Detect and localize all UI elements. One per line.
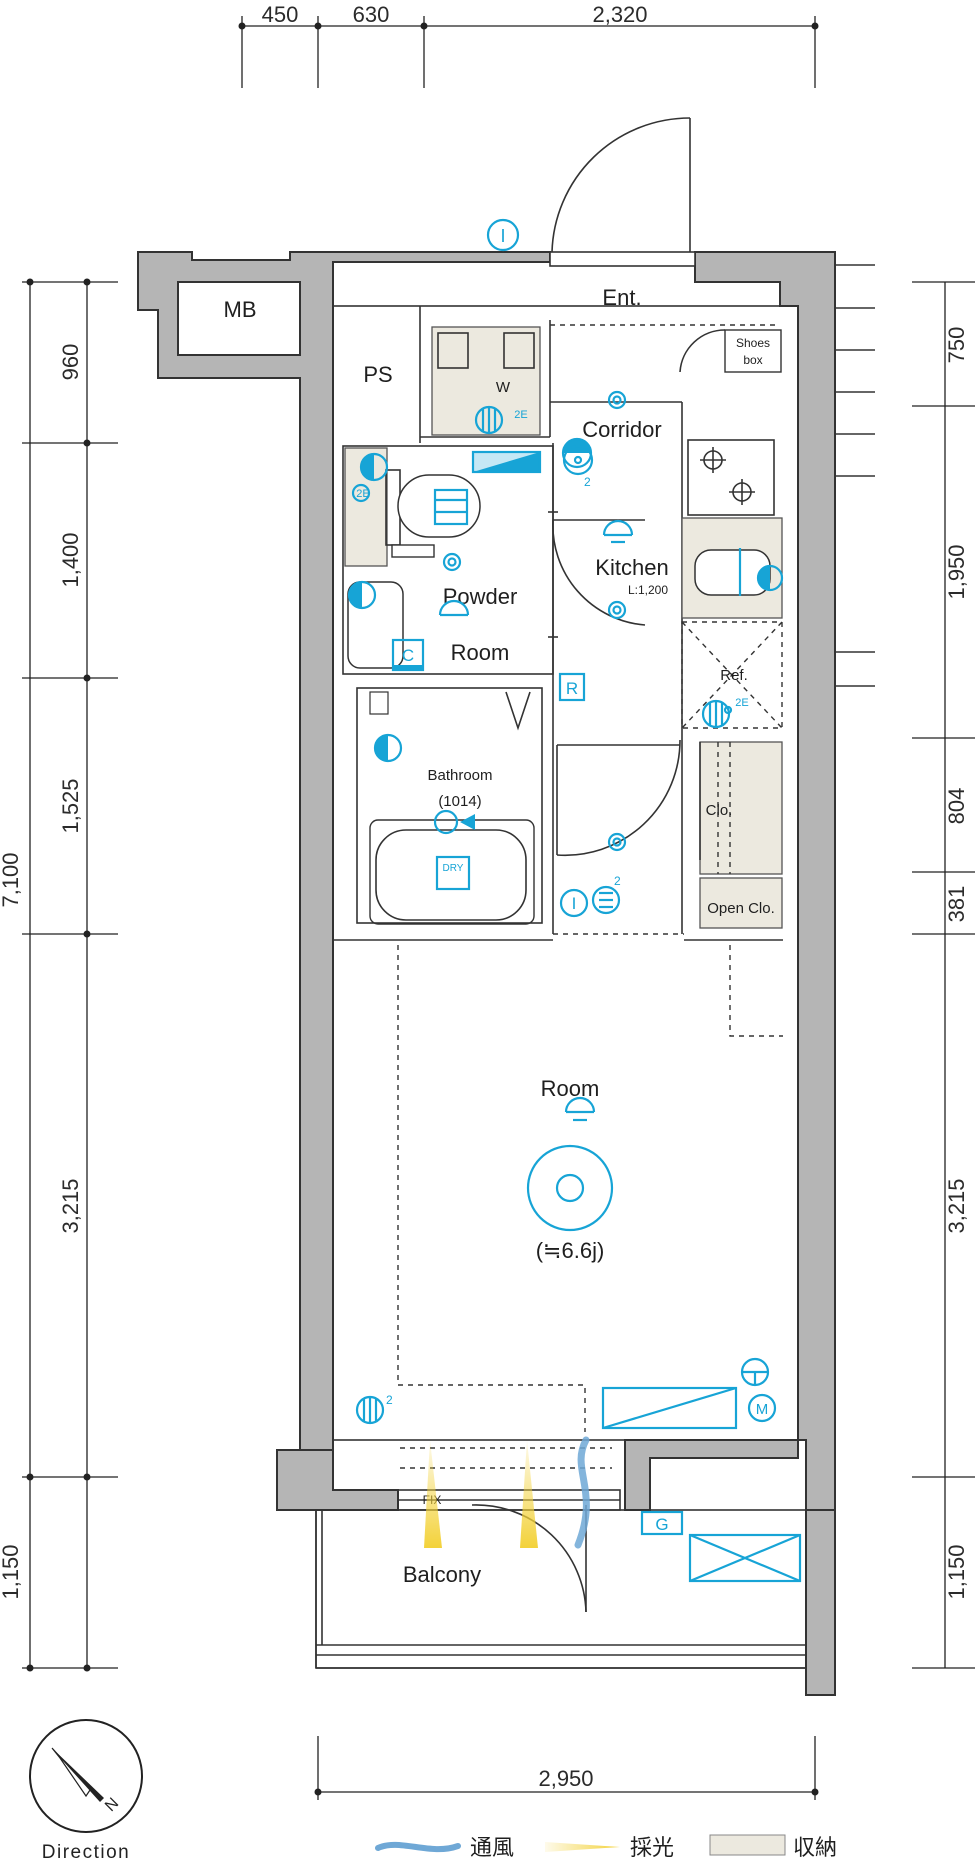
range-hood-text: R <box>566 679 578 698</box>
outlet-2e-powder: 2E <box>356 488 369 500</box>
dim-right-381: 381 <box>944 886 969 923</box>
dim-right-804: 804 <box>944 788 969 825</box>
intercom-2-circle <box>559 888 589 918</box>
bottom-dimension: 2,950 <box>314 1736 819 1800</box>
dim-top-630: 630 <box>353 2 390 27</box>
intercom-text-2: I <box>572 894 577 913</box>
compass-north: N <box>102 1795 122 1815</box>
partitions <box>332 305 799 1441</box>
shoes-box-label-1: Shoes <box>736 336 770 350</box>
count-2-closet: 2 <box>614 874 621 888</box>
count-2-room: 2 <box>386 1393 393 1407</box>
legend-lighting: 採光 <box>630 1835 674 1860</box>
room-label: Room <box>541 1076 600 1101</box>
light-arrows <box>424 1440 538 1548</box>
dim-right-750: 750 <box>944 327 969 364</box>
intercom-symbol: I <box>486 218 520 252</box>
kitchen-label: Kitchen <box>595 555 668 580</box>
legend-storage: 収納 <box>793 1835 837 1860</box>
dim-top-450: 450 <box>262 2 299 27</box>
entrance-door <box>549 117 696 267</box>
top-dimensions: 450 630 2,320 <box>238 2 819 88</box>
count-2-corridor: 2 <box>584 475 591 489</box>
intercom-text: I <box>500 226 505 246</box>
wind-arrow <box>574 1436 590 1549</box>
outlet-2e-washer: 2E <box>514 409 527 421</box>
balcony <box>315 1447 807 1669</box>
dim-top-2320: 2,320 <box>592 2 647 27</box>
dim-right-1150: 1,150 <box>944 1544 969 1599</box>
powder-room-label-1: Powder <box>443 584 518 609</box>
powder-room-label-2: Room <box>451 640 510 665</box>
open-closet-storage <box>699 877 783 929</box>
compass: N <box>29 1719 143 1833</box>
legend: 通風 採光 収納 <box>375 1834 837 1860</box>
open-closet-label: Open Clo. <box>707 900 775 917</box>
corridor-label: Corridor <box>582 417 661 442</box>
dim-left-total: 7,100 <box>0 852 23 907</box>
toilet <box>385 469 481 558</box>
refrigerator-space <box>681 621 783 729</box>
outlet-2e-ref: 2E <box>735 697 748 709</box>
shoes-box-label-2: box <box>743 353 762 367</box>
kitchen-size: L:1,200 <box>628 583 668 597</box>
monitor-text: M <box>756 1401 769 1418</box>
dim-left-1525: 1,525 <box>58 778 83 833</box>
bathroom-label: Bathroom <box>427 767 492 784</box>
dim-left-1400: 1,400 <box>58 532 83 587</box>
left-dimensions: 7,100 960 1,400 1,525 3,215 1,150 <box>0 278 118 1672</box>
equipment-symbols <box>347 390 802 1583</box>
dim-left-960: 960 <box>58 344 83 381</box>
dry-text: DRY <box>443 863 464 874</box>
bathroom-size: (1014) <box>438 793 481 810</box>
legend-wind-swatch <box>375 1841 461 1853</box>
room-size: (≒6.6j) <box>536 1238 605 1263</box>
mb-label: MB <box>224 297 257 322</box>
legend-light-swatch <box>545 1842 620 1852</box>
dim-right-1950: 1,950 <box>944 544 969 599</box>
legend-storage-swatch <box>709 1834 786 1856</box>
balcony-label: Balcony <box>403 1562 481 1587</box>
closet-label: Clo. <box>706 802 733 819</box>
dim-left-3215: 3,215 <box>58 1178 83 1233</box>
dim-left-1150: 1,150 <box>0 1544 23 1599</box>
legend-ventilation: 通風 <box>470 1835 514 1860</box>
closet-storage <box>699 741 783 875</box>
right-dimensions: 750 1,950 804 381 3,215 1,150 <box>912 281 975 1669</box>
exterior-ticks <box>835 264 875 687</box>
washer-label: W <box>496 379 511 396</box>
washer-area <box>431 326 541 436</box>
dim-right-3215: 3,215 <box>944 1178 969 1233</box>
bathtub <box>369 691 535 925</box>
cooling-text: C <box>402 646 414 665</box>
ps-label: PS <box>363 362 392 387</box>
compass-label: Direction <box>42 1842 130 1863</box>
refrigerator-label: Ref. <box>720 667 748 684</box>
gas-text: G <box>655 1515 668 1534</box>
stove <box>687 439 775 516</box>
dim-bottom-2950: 2,950 <box>538 1766 593 1791</box>
